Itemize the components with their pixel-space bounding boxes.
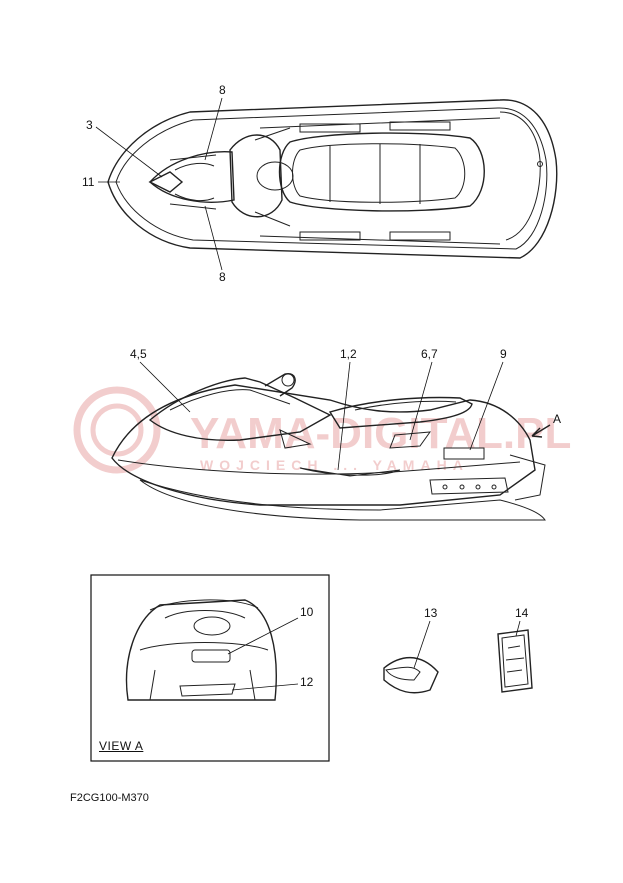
callout-1-2: 1,2 (340, 347, 357, 361)
callout-8-top: 8 (219, 83, 226, 97)
side-view-watercraft: A (111, 373, 561, 521)
leader-line (204, 205, 223, 271)
arrow-label-a: A (553, 412, 561, 426)
leader-line (95, 126, 163, 178)
part-14-card: 14 (497, 606, 533, 693)
callout-10: 10 (300, 605, 314, 619)
view-a-frame (90, 574, 330, 762)
leader-line (413, 620, 431, 669)
callout-13: 13 (424, 606, 438, 620)
callout-12: 12 (300, 675, 314, 689)
callout-11: 11 (82, 175, 95, 189)
leader-line (227, 617, 299, 655)
decal-12 (179, 683, 236, 697)
leader-line (204, 97, 223, 161)
part-13-pouch: 13 (383, 606, 439, 694)
leader-line (139, 361, 191, 413)
view-a-box (90, 574, 330, 762)
decal-10-badge (191, 649, 231, 663)
callout-6-7: 6,7 (421, 347, 438, 361)
watermark-subtext: WOJCIECH ... YAMAHA (200, 457, 469, 473)
callouts-view-a: 10 12 (227, 605, 314, 691)
callouts-top-view: 8 3 11 8 (82, 83, 226, 284)
callout-8-bottom: 8 (219, 270, 226, 284)
top-view-watercraft (107, 99, 558, 259)
callout-4-5: 4,5 (130, 347, 147, 361)
callout-14: 14 (515, 606, 529, 620)
watermark-text: YAMA-DIGITAL.PL (190, 409, 571, 458)
watermark-logo (73, 386, 161, 474)
callout-9: 9 (500, 347, 507, 361)
callouts-side-view: 4,5 1,2 6,7 9 (130, 347, 507, 471)
leader-line (469, 361, 504, 451)
callout-3: 3 (86, 118, 93, 132)
view-a-label: VIEW A (99, 739, 144, 753)
decal-9-plate (443, 447, 485, 460)
leader-line (231, 683, 299, 691)
leader-line (337, 361, 351, 471)
watermark: YAMA-DIGITAL.PL WOJCIECH ... YAMAHA (73, 386, 571, 474)
view-arrow (531, 424, 551, 438)
diagram-code: F2CG100-M370 (70, 792, 149, 804)
leader-line (409, 361, 433, 441)
leader-line (515, 620, 521, 637)
